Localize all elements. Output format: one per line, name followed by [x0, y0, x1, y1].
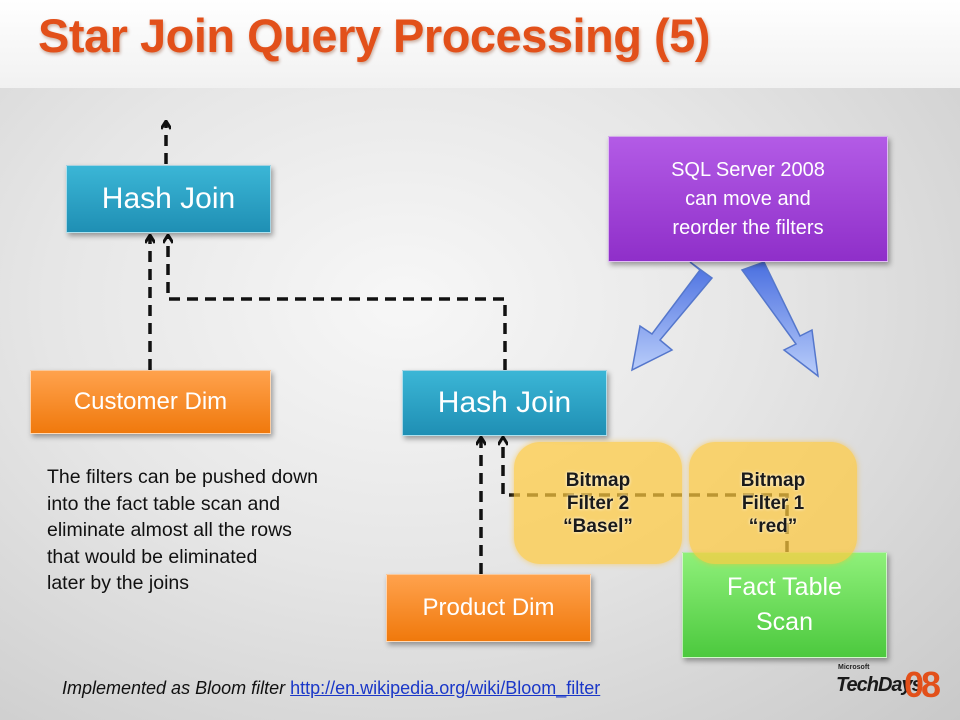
title-bar — [0, 0, 960, 88]
sql-server-line-1: SQL Server 2008 — [671, 158, 825, 181]
note-line-2: into the fact table scan and — [47, 492, 281, 515]
filter1-line-2: Filter 1 — [741, 492, 805, 514]
fact-table-scan-node: Fact Table Scan — [682, 552, 887, 658]
logo-microsoft-text: Microsoft — [838, 664, 870, 671]
filter2-line-3: “Basel” — [563, 515, 633, 537]
techdays-logo: Microsoft TechDays 08 — [834, 662, 946, 710]
sql-server-note-box: SQL Server 2008 can move and reorder the… — [608, 136, 888, 262]
logo-brand-text: TechDays — [836, 674, 923, 696]
note-line-1: The filters can be pushed down — [47, 466, 319, 488]
filter2-line-1: Bitmap — [565, 469, 631, 491]
sql-server-line-3: reorder the filters — [672, 216, 824, 239]
bitmap-filter-1: Bitmap Filter 1 “red” — [689, 442, 857, 564]
filter1-line-3: “red” — [748, 515, 798, 537]
customer-dim-label: Customer Dim — [73, 388, 228, 415]
hash-join-top-label: Hash Join — [101, 182, 236, 215]
explanation-text: The filters can be pushed down into the … — [47, 464, 437, 597]
footer-text: Implemented as Bloom filter — [62, 678, 286, 698]
note-line-3: eliminate almost all the rows — [47, 519, 292, 541]
product-dim-label: Product Dim — [422, 594, 555, 621]
filter2-line-2: Filter 2 — [566, 492, 630, 514]
filter1-line-1: Bitmap — [740, 469, 806, 491]
fact-table-line-2: Scan — [756, 608, 813, 636]
logo-number-text: 08 — [904, 664, 941, 705]
big-arrow-left — [630, 261, 714, 372]
hash-join-top-node: Hash Join — [66, 165, 271, 233]
bloom-filter-link[interactable]: http://en.wikipedia.org/wiki/Bloom_filte… — [290, 678, 601, 698]
hash-join-mid-label: Hash Join — [437, 386, 572, 419]
big-arrow-right — [740, 261, 819, 378]
footer: Implemented as Bloom filter http://en.wi… — [62, 678, 600, 699]
note-line-5: later by the joins — [47, 572, 189, 594]
note-line-4: that would be eliminated — [47, 545, 258, 568]
customer-dim-node: Customer Dim — [30, 370, 271, 434]
fact-table-line-1: Fact Table — [727, 573, 842, 601]
hash-join-mid-node: Hash Join — [402, 370, 607, 436]
mid-join-to-top-join-arrow — [168, 236, 507, 370]
product-dim-node: Product Dim — [386, 574, 591, 642]
sql-server-line-2: can move and — [685, 187, 811, 210]
slide-title: Star Join Query Processing (5) — [38, 9, 710, 62]
bitmap-filter-2: Bitmap Filter 2 “Basel” — [514, 442, 682, 564]
